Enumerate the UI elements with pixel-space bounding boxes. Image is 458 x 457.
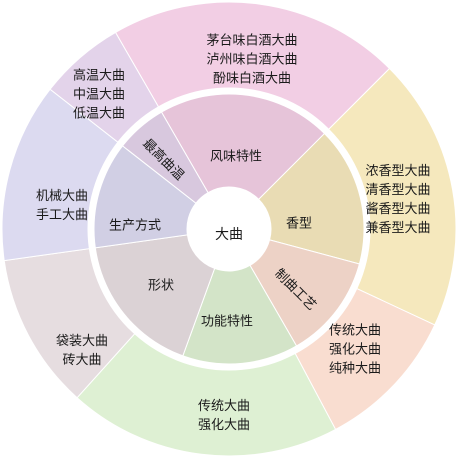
outer-item-temperature-2: 低温大曲	[73, 107, 125, 122]
outer-item-temperature-1: 中温大曲	[73, 88, 125, 103]
outer-item-aroma-0: 浓香型大曲	[365, 164, 430, 179]
outer-item-process-0: 传统大曲	[329, 324, 381, 339]
center-label: 大曲	[215, 227, 243, 243]
outer-item-aroma-1: 清香型大曲	[365, 183, 430, 198]
outer-item-aroma-3: 兼香型大曲	[365, 221, 430, 236]
category-label-production: 生产方式	[109, 218, 161, 234]
outer-item-function-1: 强化大曲	[198, 418, 250, 433]
category-label-flavor: 风味特性	[210, 150, 262, 165]
outer-item-aroma-2: 酱香型大曲	[365, 202, 430, 217]
category-label-aroma: 香型	[286, 217, 312, 232]
outer-item-shape-1: 砖大曲	[62, 353, 101, 368]
category-label-function: 功能特性	[201, 315, 253, 330]
outer-labels: 茅台味白酒大曲泸州味白酒大曲酚味白酒大曲浓香型大曲清香型大曲酱香型大曲兼香型大曲…	[36, 33, 431, 434]
outer-item-shape-0: 袋装大曲	[56, 334, 108, 349]
outer-item-production-0: 机械大曲	[36, 189, 88, 204]
outer-item-process-1: 强化大曲	[329, 343, 381, 358]
outer-item-function-0: 传统大曲	[198, 399, 250, 414]
outer-item-flavor-1: 泸州味白酒大曲	[206, 52, 297, 68]
outer-item-temperature-0: 高温大曲	[73, 68, 125, 84]
outer-item-production-1: 手工大曲	[36, 208, 88, 223]
ring-separator	[87, 87, 371, 371]
outer-item-process-2: 纯种大曲	[329, 362, 381, 377]
outer-item-flavor-0: 茅台味白酒大曲	[206, 33, 297, 49]
outer-item-flavor-2: 酚味白酒大曲	[213, 71, 291, 87]
category-label-shape: 形状	[148, 279, 174, 294]
center-hub	[187, 187, 271, 271]
